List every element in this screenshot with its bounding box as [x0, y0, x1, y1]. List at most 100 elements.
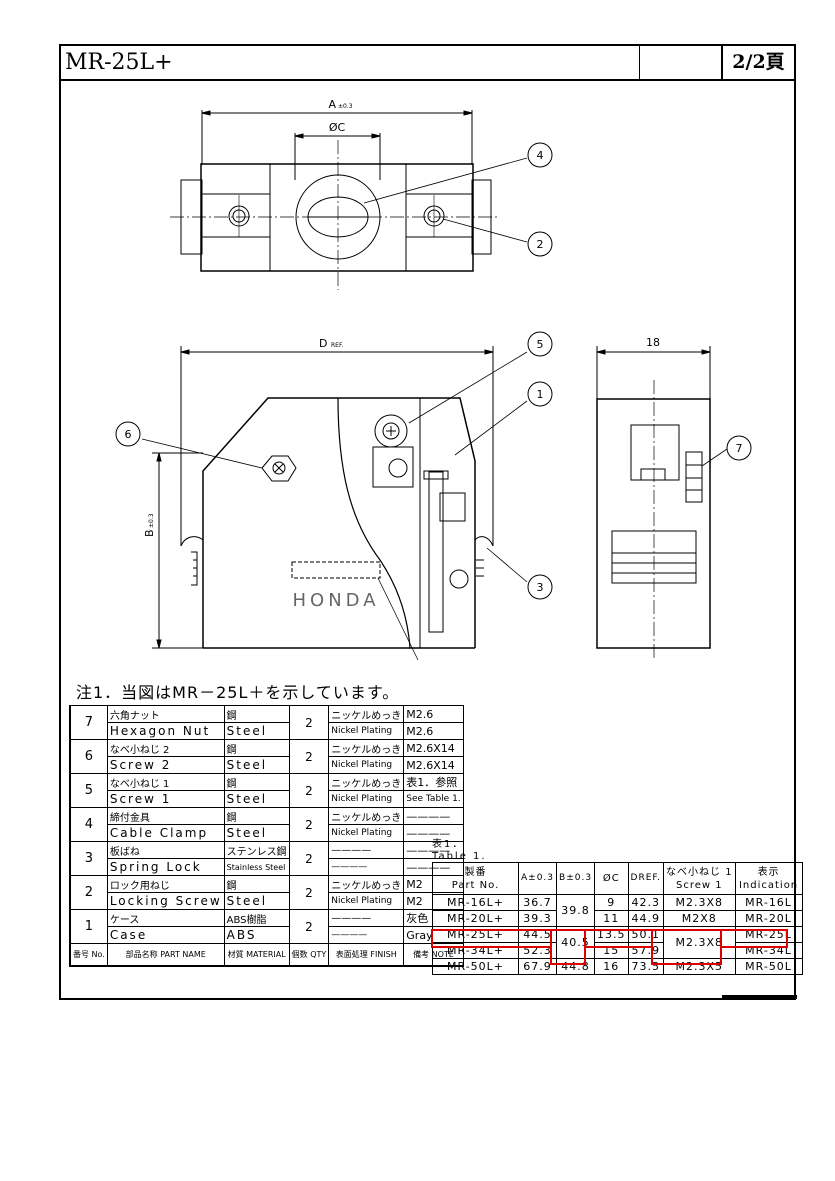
part-name-jp: なべ小ねじ 2 — [106, 739, 225, 757]
balloon-5: 5 — [527, 331, 553, 357]
note-1: ———— — [403, 807, 464, 825]
finish-jp: ———— — [328, 909, 405, 927]
part-qty: 2 — [288, 739, 330, 774]
t1-c: 11 — [594, 910, 629, 927]
sheet-corner-bar — [722, 995, 797, 999]
finish-jp: ———— — [328, 841, 405, 859]
material-jp: 鋼 — [223, 739, 290, 757]
finish-jp: ニッケルめっき — [328, 705, 405, 723]
material-jp: ステンレス鋼 — [223, 841, 290, 859]
t1-d: 44.9 — [627, 910, 665, 927]
note-1: M2.6 — [403, 705, 464, 723]
dim-18-label: 18 — [646, 336, 660, 349]
t1-ind: MR-16L — [734, 894, 803, 911]
table1-header-d: DREF. — [627, 862, 665, 895]
footer-no: 番号 No. — [69, 943, 108, 966]
svg-text:7: 7 — [736, 442, 743, 455]
part-name-en: Screw 2 — [106, 756, 225, 774]
brand-label: HONDA — [292, 590, 379, 611]
finish-en: Nickel Plating — [328, 756, 405, 774]
footer-material: 材質 MATERIAL — [223, 943, 290, 966]
part-no: 4 — [69, 807, 108, 842]
balloon-6: 6 — [115, 421, 141, 447]
highlight-box-b — [550, 929, 586, 965]
drawing-note: 注1．当図はMR－25L＋を示しています。 — [76, 683, 400, 702]
drawing-sheet: MR-25L+ 2/2頁 — [59, 44, 796, 1000]
finish-en: Nickel Plating — [328, 722, 405, 740]
dim-c-label: ØC — [329, 121, 346, 134]
part-no: 6 — [69, 739, 108, 774]
part-no: 2 — [69, 875, 108, 910]
svg-text:5: 5 — [537, 338, 544, 351]
table1-caption-jp: 表1． — [432, 839, 465, 850]
footer-qty: 個数 QTY — [288, 943, 330, 966]
front-view — [141, 346, 528, 661]
material-jp: ABS樹脂 — [223, 909, 290, 927]
t1-a: 67.9 — [517, 958, 558, 975]
top-view — [170, 110, 528, 290]
side-view — [596, 346, 728, 660]
table1-row-highlighted: MR-25L+ 44.5 40.5 13.5 50.1 M2.3X8 MR-25… — [432, 926, 803, 959]
dim-a-tolerance: ±0.3 — [338, 103, 353, 110]
table1-row: MR-20L+ 39.3 11 44.9 M2X8 MR-20L — [432, 910, 803, 927]
finish-en: Nickel Plating — [328, 790, 405, 808]
material-en: Steel — [223, 722, 290, 740]
t1-ind: MR-20L — [734, 910, 803, 927]
material-en: Steel — [223, 824, 290, 842]
finish-en: Nickel Plating — [328, 892, 405, 910]
material-en: Steel — [223, 892, 290, 910]
note-2: M2.6 — [403, 722, 464, 740]
t1-d: 42.3 — [627, 894, 665, 911]
svg-text:6: 6 — [125, 428, 132, 441]
part-name-jp: 締付金具 — [106, 807, 225, 825]
note-1: M2.6X14 — [403, 739, 464, 757]
t1-a: 36.7 — [517, 894, 558, 911]
highlight-box-part-a — [431, 929, 552, 948]
table1-caption-en: Table 1. — [432, 851, 487, 862]
t1-screw: M2X8 — [663, 910, 736, 927]
balloon-7: 7 — [726, 435, 752, 461]
material-jp: 鋼 — [223, 807, 290, 825]
footer-part-name: 部品名称 PART NAME — [106, 943, 225, 966]
svg-text:2: 2 — [537, 238, 544, 251]
table1-header-b: B±0.3 — [556, 862, 596, 895]
part-name-en: Hexagon Nut — [106, 722, 225, 740]
highlight-box-screw — [651, 929, 722, 965]
note-2: M2.6X14 — [403, 756, 464, 774]
finish-jp: ニッケルめっき — [328, 739, 405, 757]
finish-jp: ニッケルめっき — [328, 875, 405, 893]
material-en: Steel — [223, 790, 290, 808]
table1-header-c: ØC — [594, 862, 629, 895]
part-qty: 2 — [288, 841, 330, 876]
footer-finish: 表面処理 FINISH — [328, 943, 405, 966]
part-name-en: Spring Lock — [106, 858, 225, 876]
part-qty: 2 — [288, 705, 330, 740]
finish-en: ———— — [328, 858, 405, 876]
finish-en: ———— — [328, 926, 405, 944]
note-2: See Table 1. — [403, 790, 464, 808]
title-blank-cell — [639, 46, 721, 79]
t1-b: 40.5 — [556, 926, 596, 959]
part-qty: 2 — [288, 807, 330, 842]
t1-c: 16 — [594, 958, 629, 975]
dim-d-label: D — [319, 337, 327, 350]
table1-header-a: A±0.3 — [517, 862, 558, 895]
svg-text:3: 3 — [537, 581, 544, 594]
dim-b-tolerance: ±0.3 — [148, 513, 155, 528]
t1-part: MR-20L+ — [432, 910, 519, 927]
parts-table-footer: 番号 No. 部品名称 PART NAME 材質 MATERIAL 個数 QTY… — [69, 943, 464, 966]
part-no: 7 — [69, 705, 108, 740]
material-jp: 鋼 — [223, 773, 290, 791]
